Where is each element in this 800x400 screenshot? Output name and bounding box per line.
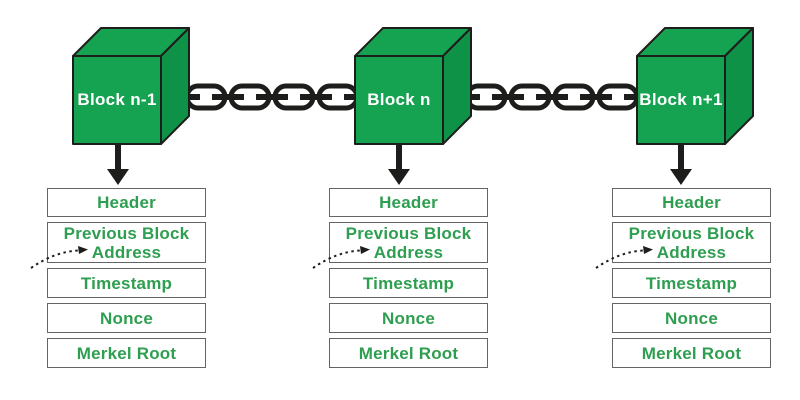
cube-front-face (636, 55, 726, 145)
dashed-curved-arrow-icon (30, 246, 88, 269)
dashed-curved-arrow-icon (312, 246, 370, 269)
field-box-nonce: Nonce (612, 303, 771, 333)
field-box-header: Header (612, 188, 771, 217)
cube-label-block-n-1: Block n-1 (77, 90, 157, 109)
field-box-merkel-root: Merkel Root (47, 338, 206, 368)
field-box-nonce: Nonce (47, 303, 206, 333)
field-box-header: Header (329, 188, 488, 217)
cube-front-face (72, 55, 162, 145)
field-box-merkel-root: Merkel Root (329, 338, 488, 368)
field-box-timestamp: Timestamp (612, 268, 771, 298)
down-arrow-icon (107, 143, 129, 185)
chain-link-icon (464, 83, 640, 111)
cube-front-face (354, 55, 444, 145)
field-box-timestamp: Timestamp (329, 268, 488, 298)
field-box-nonce: Nonce (329, 303, 488, 333)
chain-link-icon (184, 83, 360, 111)
field-box-prev-address: Previous Block Address (612, 222, 771, 263)
dashed-curved-arrow-icon (595, 246, 653, 269)
cube-label-block-n: Block n (367, 90, 431, 109)
block-n-field-stack: Header Previous Block Address Timestamp … (329, 188, 488, 368)
field-box-prev-address: Previous Block Address (47, 222, 206, 263)
down-arrow-icon (388, 143, 410, 185)
cube-block-n-plus-1 (636, 27, 754, 145)
block-n-plus-1-field-stack: Header Previous Block Address Timestamp … (612, 188, 771, 368)
field-box-timestamp: Timestamp (47, 268, 206, 298)
field-box-prev-address: Previous Block Address (329, 222, 488, 263)
cube-label-block-n-plus-1: Block n+1 (639, 90, 723, 109)
cube-block-n-1 (72, 27, 190, 145)
field-box-merkel-root: Merkel Root (612, 338, 771, 368)
cube-block-n (354, 27, 472, 145)
block-n-1-field-stack: Header Previous Block Address Timestamp … (47, 188, 206, 368)
field-box-header: Header (47, 188, 206, 217)
down-arrow-icon (670, 143, 692, 185)
